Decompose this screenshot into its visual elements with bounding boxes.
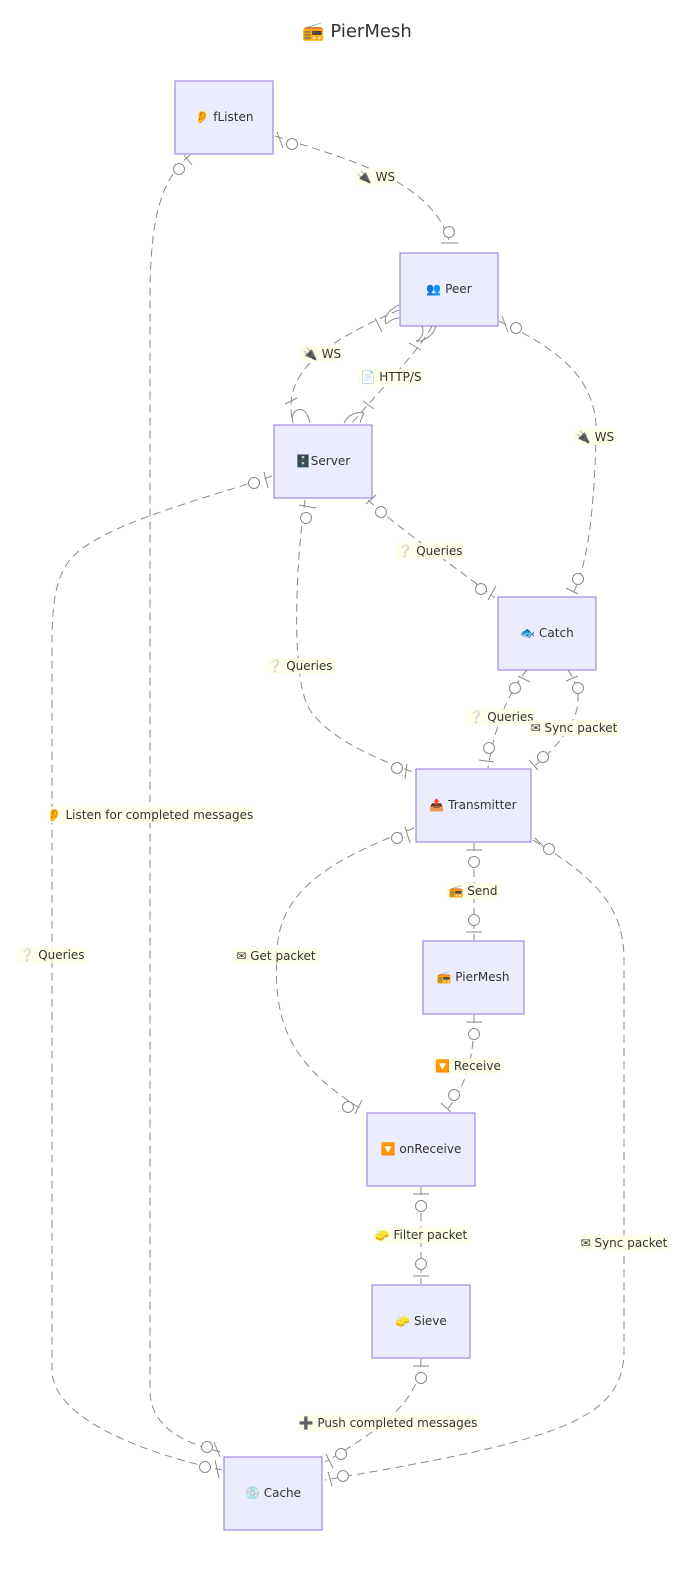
- node-label-server: 🗄️Server: [296, 454, 350, 468]
- node-label-onreceive: 🔽 onReceive: [381, 1142, 462, 1156]
- node-flisten[interactable]: 👂 fListen: [174, 80, 274, 155]
- node-sieve[interactable]: 🧽 Sieve: [371, 1284, 471, 1359]
- node-cache[interactable]: 💿 Cache: [223, 1456, 323, 1531]
- edge-labels: 🔌 WS 🔌 WS 📄 HTTP/S 🔌 WS ❔ Queries ❔ Quer…: [18, 169, 669, 1431]
- edge-label-piermesh-onreceive: 🔽 Receive: [435, 1059, 501, 1073]
- edge-label-server-catch: ❔ Queries: [397, 544, 462, 558]
- edge-label-flisten-cache: 👂 Listen for completed messages: [47, 808, 254, 822]
- node-transmitter[interactable]: 📤 Transmitter: [415, 768, 532, 843]
- node-piermesh[interactable]: 📻 PierMesh: [422, 940, 525, 1015]
- edge-label-server-transmitter: ❔ Queries: [267, 659, 332, 673]
- edge-server-cache: [51, 475, 273, 1471]
- edge-transmitter-cache: [324, 839, 625, 1481]
- node-label-peer: 👥 Peer: [426, 282, 471, 296]
- edge-label-peer-server-ws: 🔌 WS: [303, 347, 341, 361]
- edge-flisten-peer: [274, 135, 450, 241]
- node-catch[interactable]: 🐟 Catch: [497, 596, 597, 671]
- diagram-title-group: 📻 PierMesh: [302, 21, 411, 42]
- edge-flisten-cache: [149, 154, 223, 1453]
- edge-label-peer-catch: 🔌 WS: [576, 430, 614, 444]
- edge-label-sieve-cache: ➕ Push completed messages: [299, 1416, 478, 1430]
- node-label-flisten: 👂 fListen: [195, 110, 254, 124]
- edge-server-transmitter: [296, 499, 414, 773]
- edge-markers: [173, 131, 584, 1487]
- edge-label-server-cache: ❔ Queries: [19, 948, 84, 962]
- edge-label-catch-transmitter-sync: ✉ Sync packet: [531, 721, 618, 735]
- edge-peer-catch: [498, 320, 597, 597]
- edge-peer-server-ws: [290, 309, 400, 424]
- edge-label-flisten-peer: 🔌 WS: [357, 170, 395, 184]
- node-label-cache: 💿 Cache: [245, 1486, 301, 1500]
- node-label-sieve: 🧽 Sieve: [395, 1314, 447, 1328]
- node-label-catch: 🐟 Catch: [520, 626, 573, 640]
- edge-label-transmitter-cache: ✉ Sync packet: [581, 1236, 668, 1250]
- edge-transmitter-onreceive: [275, 827, 415, 1111]
- edge-sieve-cache: [324, 1358, 422, 1463]
- node-label-transmitter: 📤 Transmitter: [429, 798, 516, 812]
- edge-catch-transmitter-sync: [531, 669, 579, 769]
- edge-label-onreceive-sieve: 🧽 Filter packet: [375, 1228, 468, 1242]
- edge-label-peer-server-http: 📄 HTTP/S: [360, 370, 421, 384]
- edge-label-catch-transmitter-queries: ❔ Queries: [468, 710, 533, 724]
- node-onreceive[interactable]: 🔽 onReceive: [366, 1112, 476, 1187]
- node-peer[interactable]: 👥 Peer: [399, 252, 499, 327]
- edge-label-transmitter-piermesh: 📻 Send: [449, 884, 498, 898]
- edge-label-transmitter-onreceive: ✉ Get packet: [236, 949, 316, 963]
- node-label-piermesh: 📻 PierMesh: [437, 970, 510, 984]
- diagram-title: 📻 PierMesh: [302, 21, 411, 42]
- node-server[interactable]: 🗄️Server: [273, 424, 373, 499]
